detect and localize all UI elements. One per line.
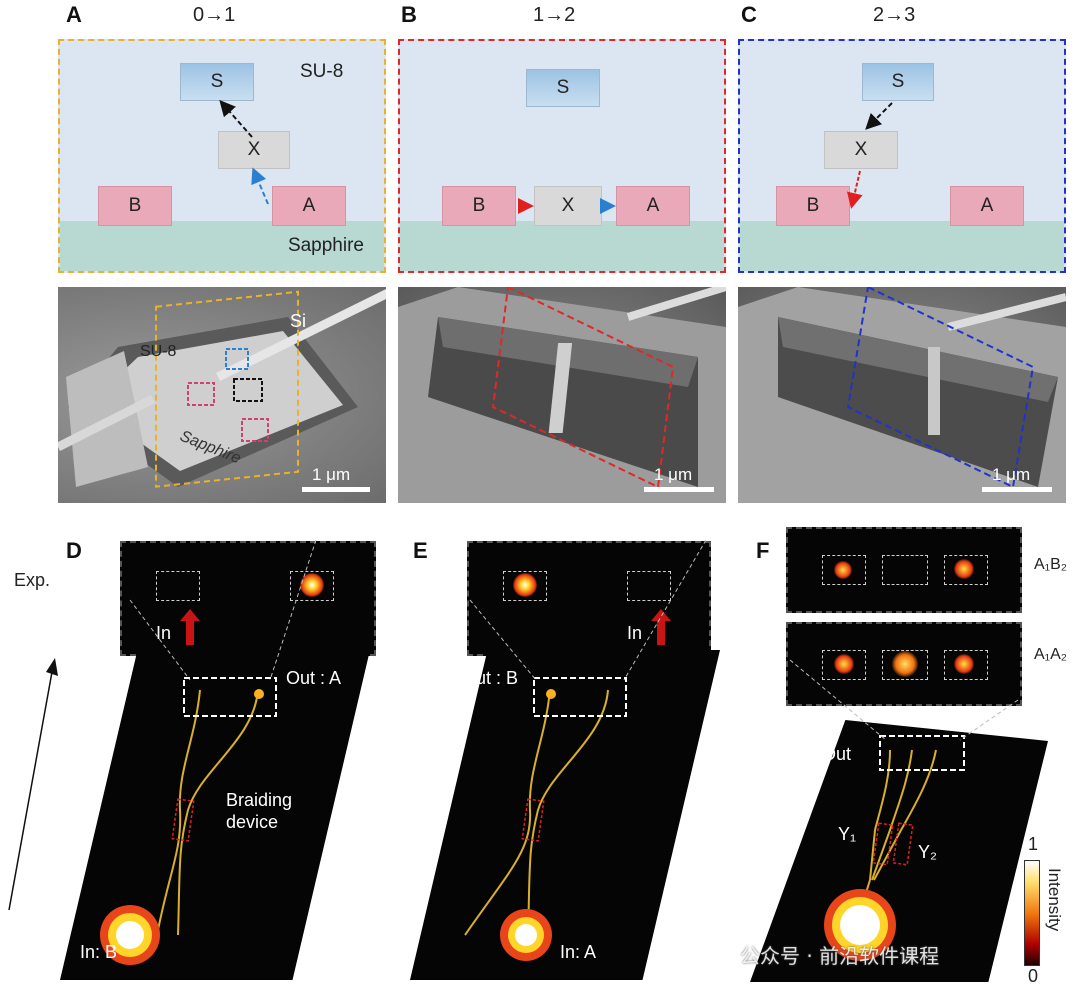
scale-text: 1 μm (992, 465, 1030, 485)
panel-f-label: F (756, 538, 769, 564)
panel-f-inset-2 (786, 622, 1022, 706)
panel-b-schematic: S B X A (398, 39, 726, 273)
braiding-device-label: Braiding device (226, 790, 292, 833)
in-marker: In (627, 623, 642, 644)
panel-a-label: A (66, 2, 82, 28)
panel-e-label: E (413, 538, 428, 564)
out-label: Out : A (286, 668, 341, 689)
out-label: Out : B (462, 668, 518, 689)
su8-label: SU-8 (140, 343, 176, 361)
spot-1 (834, 654, 854, 674)
output-spot (513, 573, 537, 597)
panel-a-schematic: Sapphire SU-8 S X B A (58, 39, 386, 273)
out-label: Out (822, 744, 851, 765)
colorbar-min: 0 (1028, 966, 1038, 987)
inset-1-label: A₁B₂ (1034, 556, 1067, 574)
scale-text: 1 μm (312, 465, 350, 485)
input-label: In: B (80, 942, 117, 963)
spot-2 (892, 651, 918, 677)
scale-bar (302, 487, 370, 492)
colorbar-max: 1 (1028, 834, 1038, 855)
spot-3 (954, 654, 974, 674)
watermark: 公众号 · 前沿软件课程 (740, 940, 939, 969)
in-marker: In (156, 623, 171, 644)
direction-arrow-icon (0, 540, 30, 910)
panel-d-device (60, 650, 360, 980)
panel-a-title: 0→1 (193, 4, 235, 27)
panel-c-title: 2→3 (873, 4, 915, 27)
coupling-arrows (740, 41, 1066, 273)
panel-e-inset: In (467, 541, 711, 656)
si-label: Si (290, 311, 306, 332)
sem-image-b: 1 μm (398, 287, 726, 503)
panel-d-label: D (66, 538, 82, 564)
scale-bar (982, 487, 1052, 492)
y2-label: Y₂ (918, 842, 937, 863)
box-2 (882, 555, 928, 585)
coupling-arrows (60, 41, 386, 273)
panel-e-device (410, 650, 710, 980)
input-label: In: A (560, 942, 596, 963)
output-a-box (627, 571, 671, 601)
inset-2-label: A₁A₂ (1034, 646, 1067, 664)
panel-d-inset: In (120, 541, 376, 656)
panel-f-inset-1 (786, 527, 1022, 613)
colorbar (1024, 860, 1040, 966)
panel-c-schematic: S X B A (738, 39, 1066, 273)
panel-b-label: B (401, 2, 417, 28)
scale-text: 1 μm (654, 465, 692, 485)
output-b-box (156, 571, 200, 601)
panel-c-label: C (741, 2, 757, 28)
y1-label: Y₁ (838, 824, 856, 845)
sem-image-c: 1 μm (738, 287, 1066, 503)
input-arrow-icon (651, 609, 671, 645)
colorbar-label: Intensity (1044, 868, 1064, 931)
scale-bar (644, 487, 714, 492)
coupling-arrows (400, 41, 726, 273)
sem-image-a: Si SU-8 Sapphire 1 μm (58, 287, 386, 503)
input-arrow-icon (180, 609, 200, 645)
spot-1 (834, 561, 852, 579)
spot-3 (954, 559, 974, 579)
panel-b-title: 1→2 (533, 4, 575, 27)
